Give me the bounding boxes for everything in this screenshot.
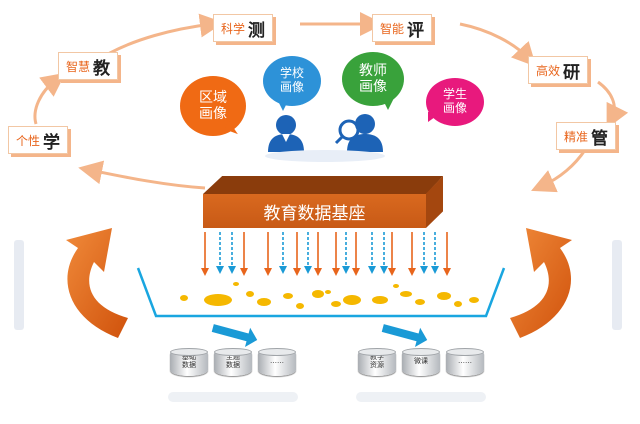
education-data-platform: 教育数据基座 — [203, 194, 426, 228]
cycle-node-small: 高效 — [536, 63, 561, 78]
cycle-node-small: 智能 — [380, 21, 405, 36]
cycle-arc-right — [597, 80, 629, 129]
bubble-text: 学生 画像 — [442, 87, 467, 115]
bubble-school-portrait: 学校 画像 — [263, 56, 321, 111]
cycle-node-ke-xue-ce: 科学 测 — [213, 14, 274, 42]
cycle-node-big: 教 — [93, 58, 111, 79]
platform-label: 教育数据基座 — [263, 203, 366, 224]
database-label: 主题 数据 — [226, 353, 240, 369]
database-top — [358, 348, 396, 356]
cycle-node-small: 个性 — [16, 133, 41, 148]
cycle-arc-bottom-right — [531, 149, 587, 193]
curved-arrow-right-icon — [510, 228, 572, 338]
cycle-node-gao-xiao-yan: 高效 研 — [528, 56, 589, 84]
cycle-node-big: 管 — [591, 128, 609, 149]
cycle-arc-bottom-left — [78, 160, 206, 190]
data-particles — [180, 282, 479, 309]
cycle-node-big: 评 — [407, 20, 425, 41]
platform-top-face — [203, 176, 443, 194]
cycle-node-small: 科学 — [221, 21, 246, 36]
cycle-arc-left — [33, 72, 66, 125]
cycle-node-big: 研 — [563, 62, 581, 83]
curved-arrow-left-icon — [66, 228, 128, 338]
two-people-icon — [268, 115, 304, 152]
cycle-node-jing-zhun-guan: 精准 管 — [556, 122, 617, 150]
down-arrows-to-storage — [211, 324, 428, 348]
database-label: 教学 资源 — [370, 353, 384, 369]
cycle-arc-top-right — [459, 22, 537, 67]
database-top — [446, 348, 484, 356]
cycle-ring — [33, 12, 629, 193]
bubble-text: 教师 画像 — [359, 62, 387, 95]
bubble-text: 区域 画像 — [199, 89, 227, 122]
cycle-node-zhi-neng-ping: 智能 评 — [372, 14, 433, 42]
database-top — [170, 348, 208, 356]
database-label: 基础 数据 — [182, 353, 196, 369]
bubble-text: 学校 画像 — [279, 66, 304, 94]
database-top — [402, 348, 440, 356]
database-icon: …… — [258, 348, 296, 376]
database-icon: …… — [446, 348, 484, 376]
database-top — [258, 348, 296, 356]
storage-reflection — [168, 392, 486, 402]
database-label: …… — [458, 357, 472, 366]
bubble-teacher-portrait: 教师 画像 — [342, 52, 404, 110]
cycle-node-small: 精准 — [564, 129, 589, 144]
database-label: …… — [270, 357, 284, 366]
data-tank — [136, 267, 506, 318]
database-top — [214, 348, 252, 356]
bubble-student-portrait: 学生 画像 — [426, 78, 484, 126]
people-shadow — [265, 150, 385, 162]
cycle-node-small: 智慧 — [66, 59, 91, 74]
data-flow-arrows — [201, 232, 451, 276]
database-icon: 微课 — [402, 348, 440, 376]
database-icon: 主题 数据 — [214, 348, 252, 376]
bubble-region-portrait: 区域 画像 — [180, 76, 246, 136]
cycle-node-big: 学 — [43, 132, 61, 153]
database-icon: 基础 数据 — [170, 348, 208, 376]
database-icon: 教学 资源 — [358, 348, 396, 376]
cycle-node-ge-xing-xue: 个性 学 — [8, 126, 69, 154]
cycle-node-zhi-hui-jiao: 智慧 教 — [58, 52, 119, 80]
magnifier-person-icon — [334, 114, 383, 152]
cycle-node-big: 测 — [248, 20, 266, 41]
database-label: 微课 — [414, 357, 428, 366]
faint-side-decoration — [14, 240, 622, 330]
